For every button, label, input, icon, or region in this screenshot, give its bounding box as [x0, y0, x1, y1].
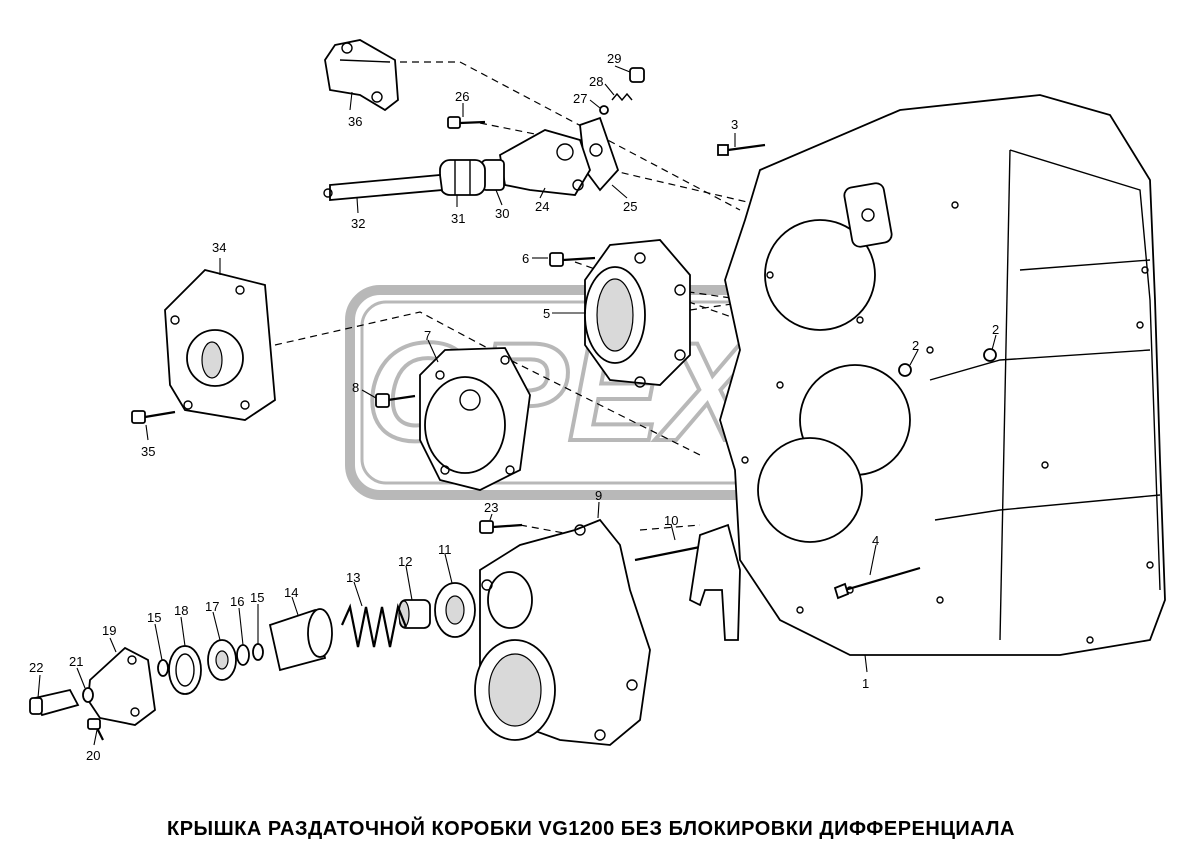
label-26: 26: [455, 89, 469, 104]
label-17: 17: [205, 599, 219, 614]
label-14: 14: [284, 585, 298, 600]
piston-part-14: [268, 608, 333, 672]
bolt-part-26: [447, 116, 486, 129]
label-36: 36: [348, 114, 362, 129]
label-29: 29: [607, 51, 621, 66]
bolt-part-4: [833, 566, 921, 600]
label-10: 10: [664, 513, 678, 528]
label-28: 28: [589, 74, 603, 89]
bolt-part-3: [717, 143, 766, 156]
housing-part-1: [719, 94, 1166, 656]
label-4: 4: [872, 533, 879, 548]
shift-housing-part-9: [474, 518, 651, 746]
label-34: 34: [212, 240, 226, 255]
label-35: 35: [141, 444, 155, 459]
bolt-part-8: [375, 393, 416, 408]
label-24: 24: [535, 199, 549, 214]
bolt-part-20: [87, 718, 104, 741]
label-20: 20: [86, 748, 100, 763]
o-ring-part-15b: [157, 659, 169, 677]
label-12: 12: [398, 554, 412, 569]
label-8: 8: [352, 380, 359, 395]
bearing-cover-part-5: [584, 239, 691, 388]
label-9: 9: [595, 488, 602, 503]
label-6: 6: [522, 251, 529, 266]
part-number-labels: 1 2 2 3 4 5 6 7 8 9 10 11 12 13 14 15 15…: [29, 51, 999, 763]
spring-part-28: [611, 92, 633, 102]
shift-fork-part-10: [634, 523, 741, 641]
bracket-part-36: [324, 39, 399, 112]
cover-part-34: [164, 269, 276, 421]
leader-lines: [37, 65, 997, 746]
diagram-caption: КРЫШКА РАЗДАТОЧНОЙ КОРОБКИ VG1200 БЕЗ БЛ…: [167, 818, 1015, 840]
ball-part-27: [599, 105, 609, 115]
label-2b: 2: [992, 322, 999, 337]
label-31: 31: [451, 211, 465, 226]
gasket-part-25: [579, 116, 620, 192]
label-3: 3: [731, 117, 738, 132]
ring-part-16: [236, 644, 250, 666]
cylinder-part-24: [499, 129, 591, 196]
label-32: 32: [351, 216, 365, 231]
label-15a: 15: [250, 590, 264, 605]
sensor-part-22: [29, 688, 80, 717]
label-11: 11: [438, 542, 452, 557]
label-27: 27: [573, 91, 587, 106]
disc-part-17: [207, 639, 237, 681]
piston-part-31: [439, 159, 486, 196]
bolt-part-6: [549, 252, 596, 267]
label-16: 16: [230, 594, 244, 609]
label-21: 21: [69, 654, 83, 669]
label-2a: 2: [912, 338, 919, 353]
end-cover-part-19: [87, 646, 156, 726]
label-23: 23: [484, 500, 498, 515]
watermark-logo: OPEX: [345, 285, 775, 500]
label-30: 30: [495, 206, 509, 221]
label-7: 7: [424, 328, 431, 343]
o-ring-part-15: [252, 643, 264, 661]
label-5: 5: [543, 306, 550, 321]
label-1: 1: [862, 676, 869, 691]
spring-part-13: [340, 603, 408, 648]
cap-part-29: [629, 67, 645, 83]
plug-part-2: [898, 348, 997, 377]
label-25: 25: [623, 199, 637, 214]
label-22: 22: [29, 660, 43, 675]
bearing-part-11: [434, 582, 476, 638]
ring-part-21: [82, 687, 94, 703]
label-15b: 15: [147, 610, 161, 625]
bolt-part-35: [131, 410, 176, 424]
rod-part-32: [323, 174, 444, 201]
label-19: 19: [102, 623, 116, 638]
label-18: 18: [174, 603, 188, 618]
seal-part-18: [168, 645, 202, 695]
label-13: 13: [346, 570, 360, 585]
bolt-part-23: [479, 520, 523, 534]
cover-part-7: [419, 347, 531, 491]
